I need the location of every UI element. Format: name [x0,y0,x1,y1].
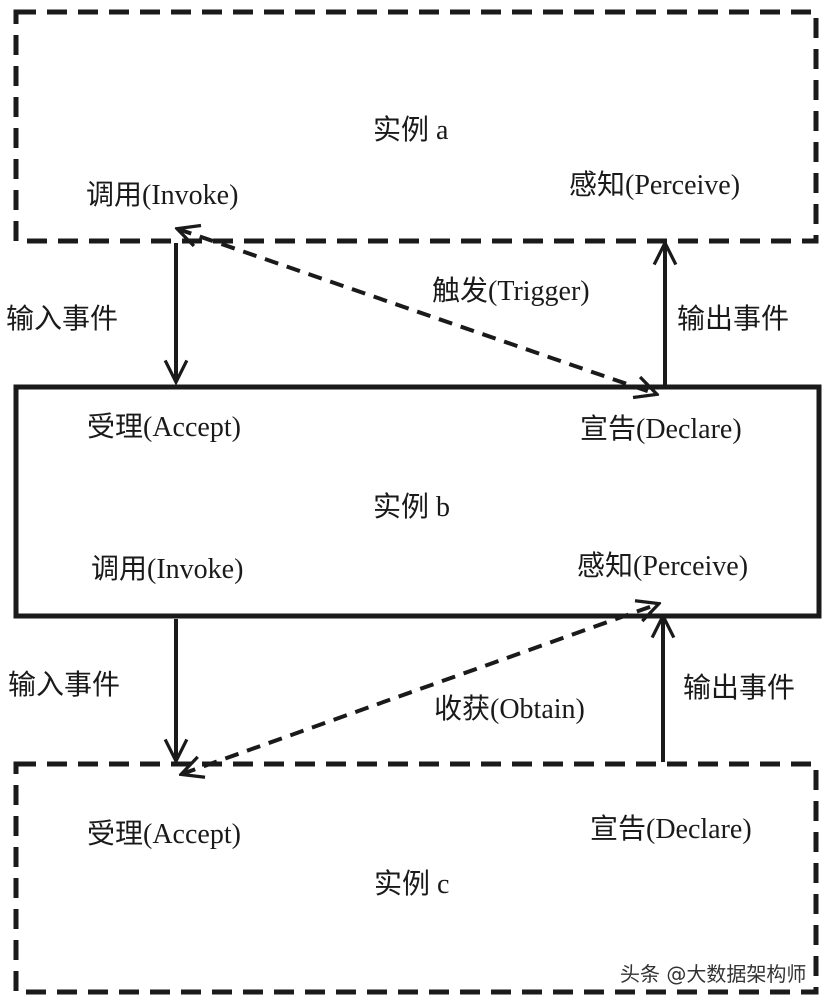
instance-c-box [13,761,819,995]
trigger-arrow [178,229,656,394]
instance-a-title: 实例 a [373,114,449,146]
watermark-text: 头条 @大数据架构师 [620,962,806,986]
instance-a-perceive-label: 感知(Perceive) [569,169,740,201]
instance-c-declare-label: 宣告(Declare) [590,813,752,845]
instance-c-accept-label: 受理(Accept) [87,818,241,850]
instance-b-title: 实例 b [373,491,450,523]
b-to-a-output-label: 输出事件 [677,303,789,335]
instance-b-declare-label: 宣告(Declare) [580,413,742,445]
obtain-label: 收获(Obtain) [434,693,585,725]
c-to-b-output-label: 输出事件 [683,672,795,704]
instance-b-accept-label: 受理(Accept) [87,411,241,443]
instance-a-invoke-label: 调用(Invoke) [86,180,238,211]
a-to-b-input-label: 输入事件 [6,303,118,335]
b-to-c-input-label: 输入事件 [8,669,120,701]
instance-b-invoke-label: 调用(Invoke) [91,554,243,585]
obtain-arrow [182,604,658,774]
trigger-label: 触发(Trigger) [432,275,590,307]
instance-b-perceive-label: 感知(Perceive) [577,550,748,582]
instance-c-title: 实例 c [374,868,449,900]
